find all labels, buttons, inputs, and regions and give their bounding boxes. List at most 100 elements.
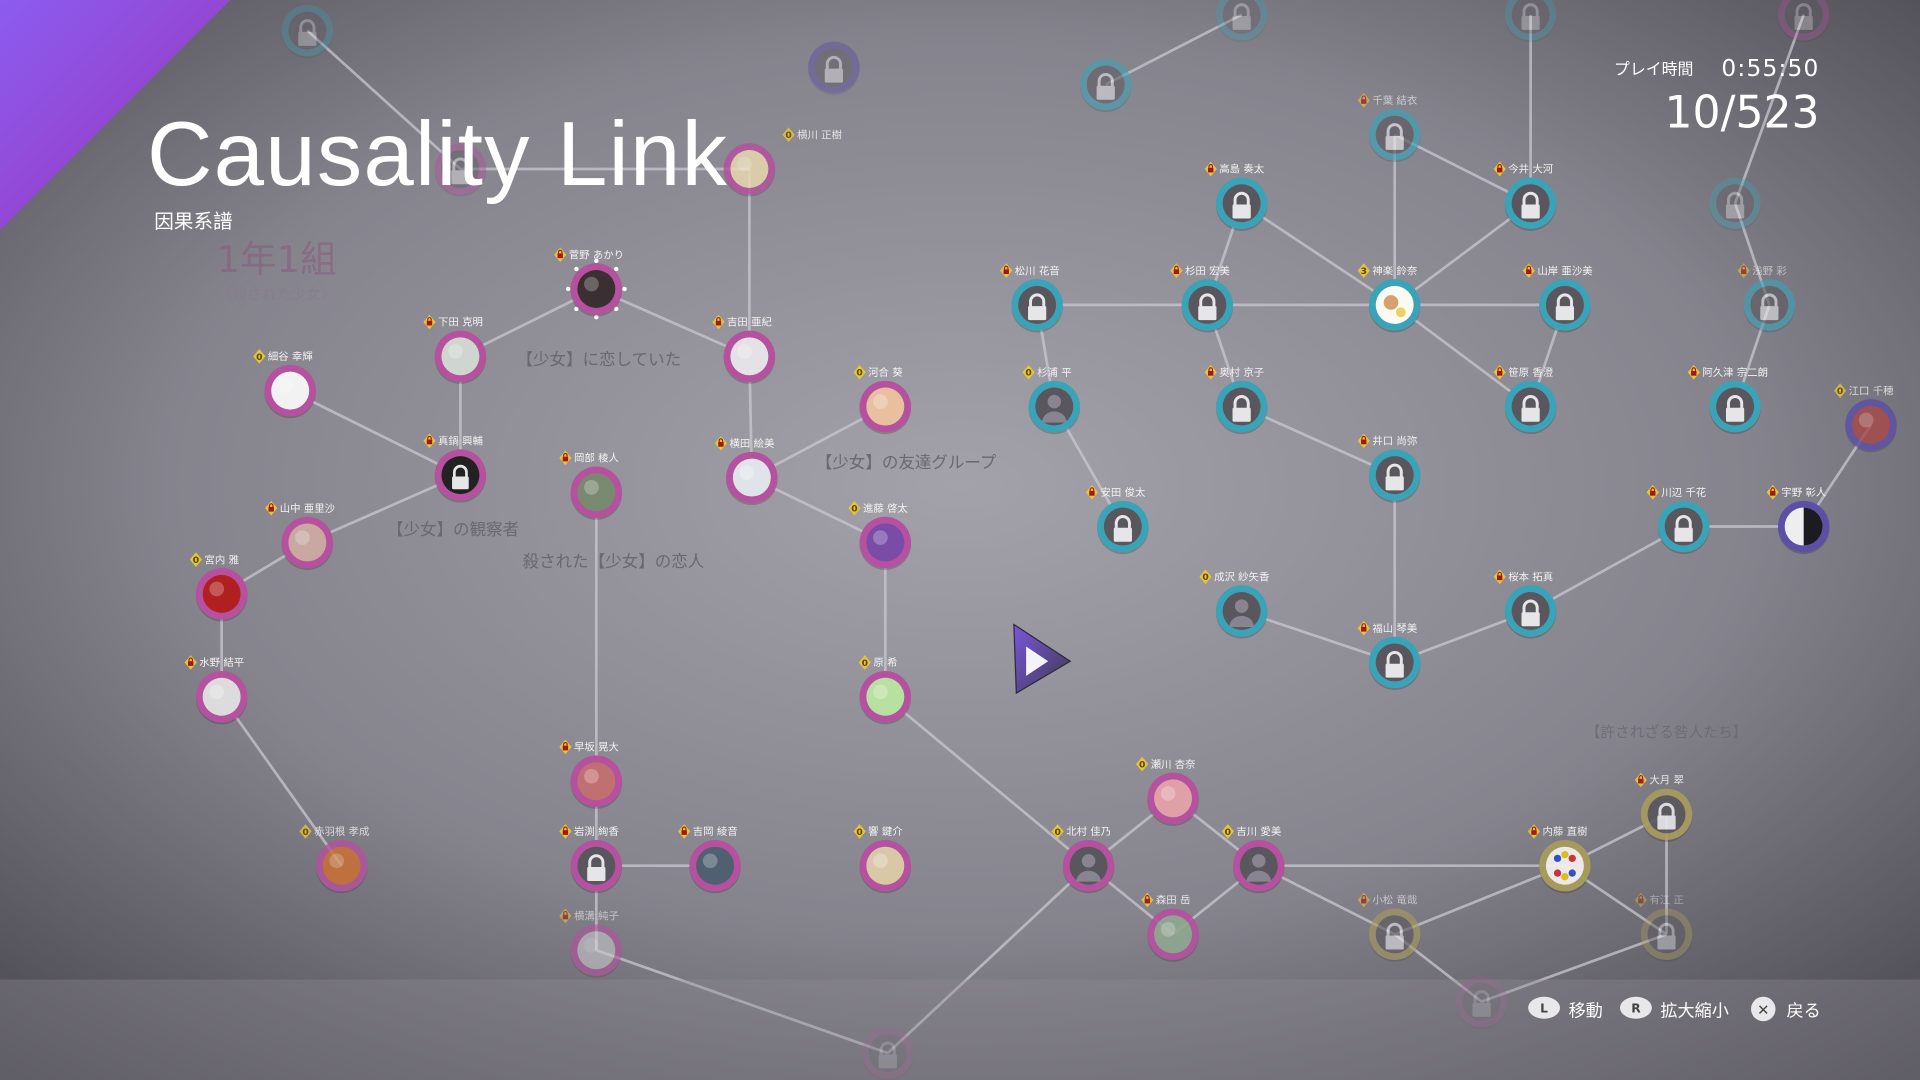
person-silhouette-icon [1252,854,1266,868]
character-node-yasuda[interactable]: 安田 俊太 [1085,484,1149,555]
character-node-f8[interactable] [1709,177,1761,231]
character-node-yoshida[interactable]: 吉田 亜紀 [712,314,776,384]
node-portrait [1462,982,1501,1021]
padlock-icon [1675,515,1692,529]
node-ring [281,4,334,57]
character-node-chiba[interactable]: 千葉 結衣 [1357,93,1421,163]
node-portrait [441,337,480,376]
locked-badge-icon [712,314,725,330]
footer-zoom-hint[interactable]: R 拡大縮小 [1620,996,1729,1022]
count-badge-icon: 0 [299,824,312,839]
character-node-f10[interactable] [862,1027,914,1080]
character-name: 奥村 京子 [1219,366,1264,379]
character-name: 宮内 雅 [204,553,238,566]
node-portrait [322,846,361,885]
x-button-key: ✕ [1757,1002,1769,1019]
footer-back-hint[interactable]: ✕ 戻る [1751,996,1821,1022]
node-portrait [1222,184,1261,223]
character-node-yokomizo[interactable]: 横溝 純子 [559,908,623,978]
character-node-f9[interactable] [1455,975,1508,1030]
character-node-sugano[interactable]: 菅野 あかり [554,247,627,320]
character-node-mizuno[interactable]: 水野 結平 [184,655,248,725]
character-node-arie[interactable]: 有江 正 [1634,892,1693,962]
character-node-f3[interactable] [808,41,860,95]
character-node-asano[interactable]: 浅野 彩 [1737,263,1796,333]
character-node-yokota[interactable]: 横田 絵美 [714,435,778,506]
node-portrait [1647,915,1686,954]
character-node-shimoda[interactable]: 下田 克明 [423,314,487,384]
character-node-otsuki[interactable]: 大月 翠 [1634,772,1693,842]
link-line [1241,405,1396,477]
character-node-iwabuchi[interactable]: 岩渕 絢香 [559,824,623,894]
map-cursor[interactable] [1013,623,1072,695]
footer-move-hint[interactable]: L 移動 [1528,996,1603,1022]
count-badge-icon: 0 [1221,824,1234,839]
node-portrait [1103,507,1142,546]
node-portrait [1511,592,1550,630]
link-line [1529,525,1685,613]
character-node-fukuyama[interactable]: 福山 琴美 [1357,620,1421,690]
progress-counter: 10/523 [1665,87,1820,138]
character-node-manabe[interactable]: 真鍋 興輔 [423,433,487,503]
character-node-naito[interactable]: 内藤 直樹 [1527,824,1591,894]
character-node-f1[interactable] [434,143,487,197]
locked-badge-icon [1634,772,1647,788]
padlock-icon [1386,123,1403,137]
character-node-iguchi[interactable]: 井口 尚弥 [1357,433,1421,503]
group-label-observer: 【少女】の観察者 [387,520,519,539]
character-node-komatsu[interactable]: 小松 竜哉 [1357,892,1421,962]
character-node-akutsu[interactable]: 阿久津 宗二朗 [1687,364,1768,435]
character-node-yamagishi[interactable]: 山岸 亜沙美 [1522,263,1593,333]
character-node-f2[interactable] [281,4,334,59]
character-name: 下田 克明 [438,317,483,329]
character-name: 吉岡 綾音 [693,825,738,838]
character-node-hayasaka[interactable]: 早坂 晃大 [559,739,623,809]
character-name: 笹原 香澄 [1508,366,1553,379]
character-node-sasahara[interactable]: 笹原 香澄 [1493,364,1557,435]
character-node-okumura[interactable]: 奥村 京子 [1204,364,1268,435]
node-portrait [577,473,616,512]
character-node-sakuramoto[interactable]: 桜本 拓真 [1493,569,1557,639]
l-stick-key: L [1540,1002,1548,1016]
character-node-kawabe[interactable]: 川辺 千花 [1646,484,1710,555]
character-node-f7[interactable] [1777,0,1830,43]
character-node-sugita[interactable]: 杉田 宏美 [1170,263,1234,333]
character-node-matsukawa[interactable]: 松川 花音 [1000,263,1063,333]
badge-count: 0 [256,352,262,363]
padlock-icon [1097,72,1114,87]
node-portrait [1664,507,1703,546]
playtime-value: 0:55:50 [1721,55,1819,82]
character-node-yoshioka[interactable]: 吉岡 綾音 [678,824,741,894]
node-portrait [1375,115,1414,154]
character-node-f6[interactable] [1504,0,1557,43]
padlock-icon [1522,3,1539,17]
node-portrait [1647,795,1686,834]
padlock-icon [1473,990,1490,1004]
node-portrait [1716,184,1755,223]
character-node-f4[interactable] [1080,58,1132,113]
padlock-icon [1658,922,1675,936]
character-node-yamanaka[interactable]: 山中 亜里沙 [265,500,335,570]
padlock-icon [1233,191,1250,205]
node-portrait [868,1034,907,1073]
character-node-f5[interactable] [1215,0,1268,43]
character-node-uno[interactable]: 宇野 彰人 [1766,484,1830,555]
locked-badge-icon [1357,892,1370,908]
